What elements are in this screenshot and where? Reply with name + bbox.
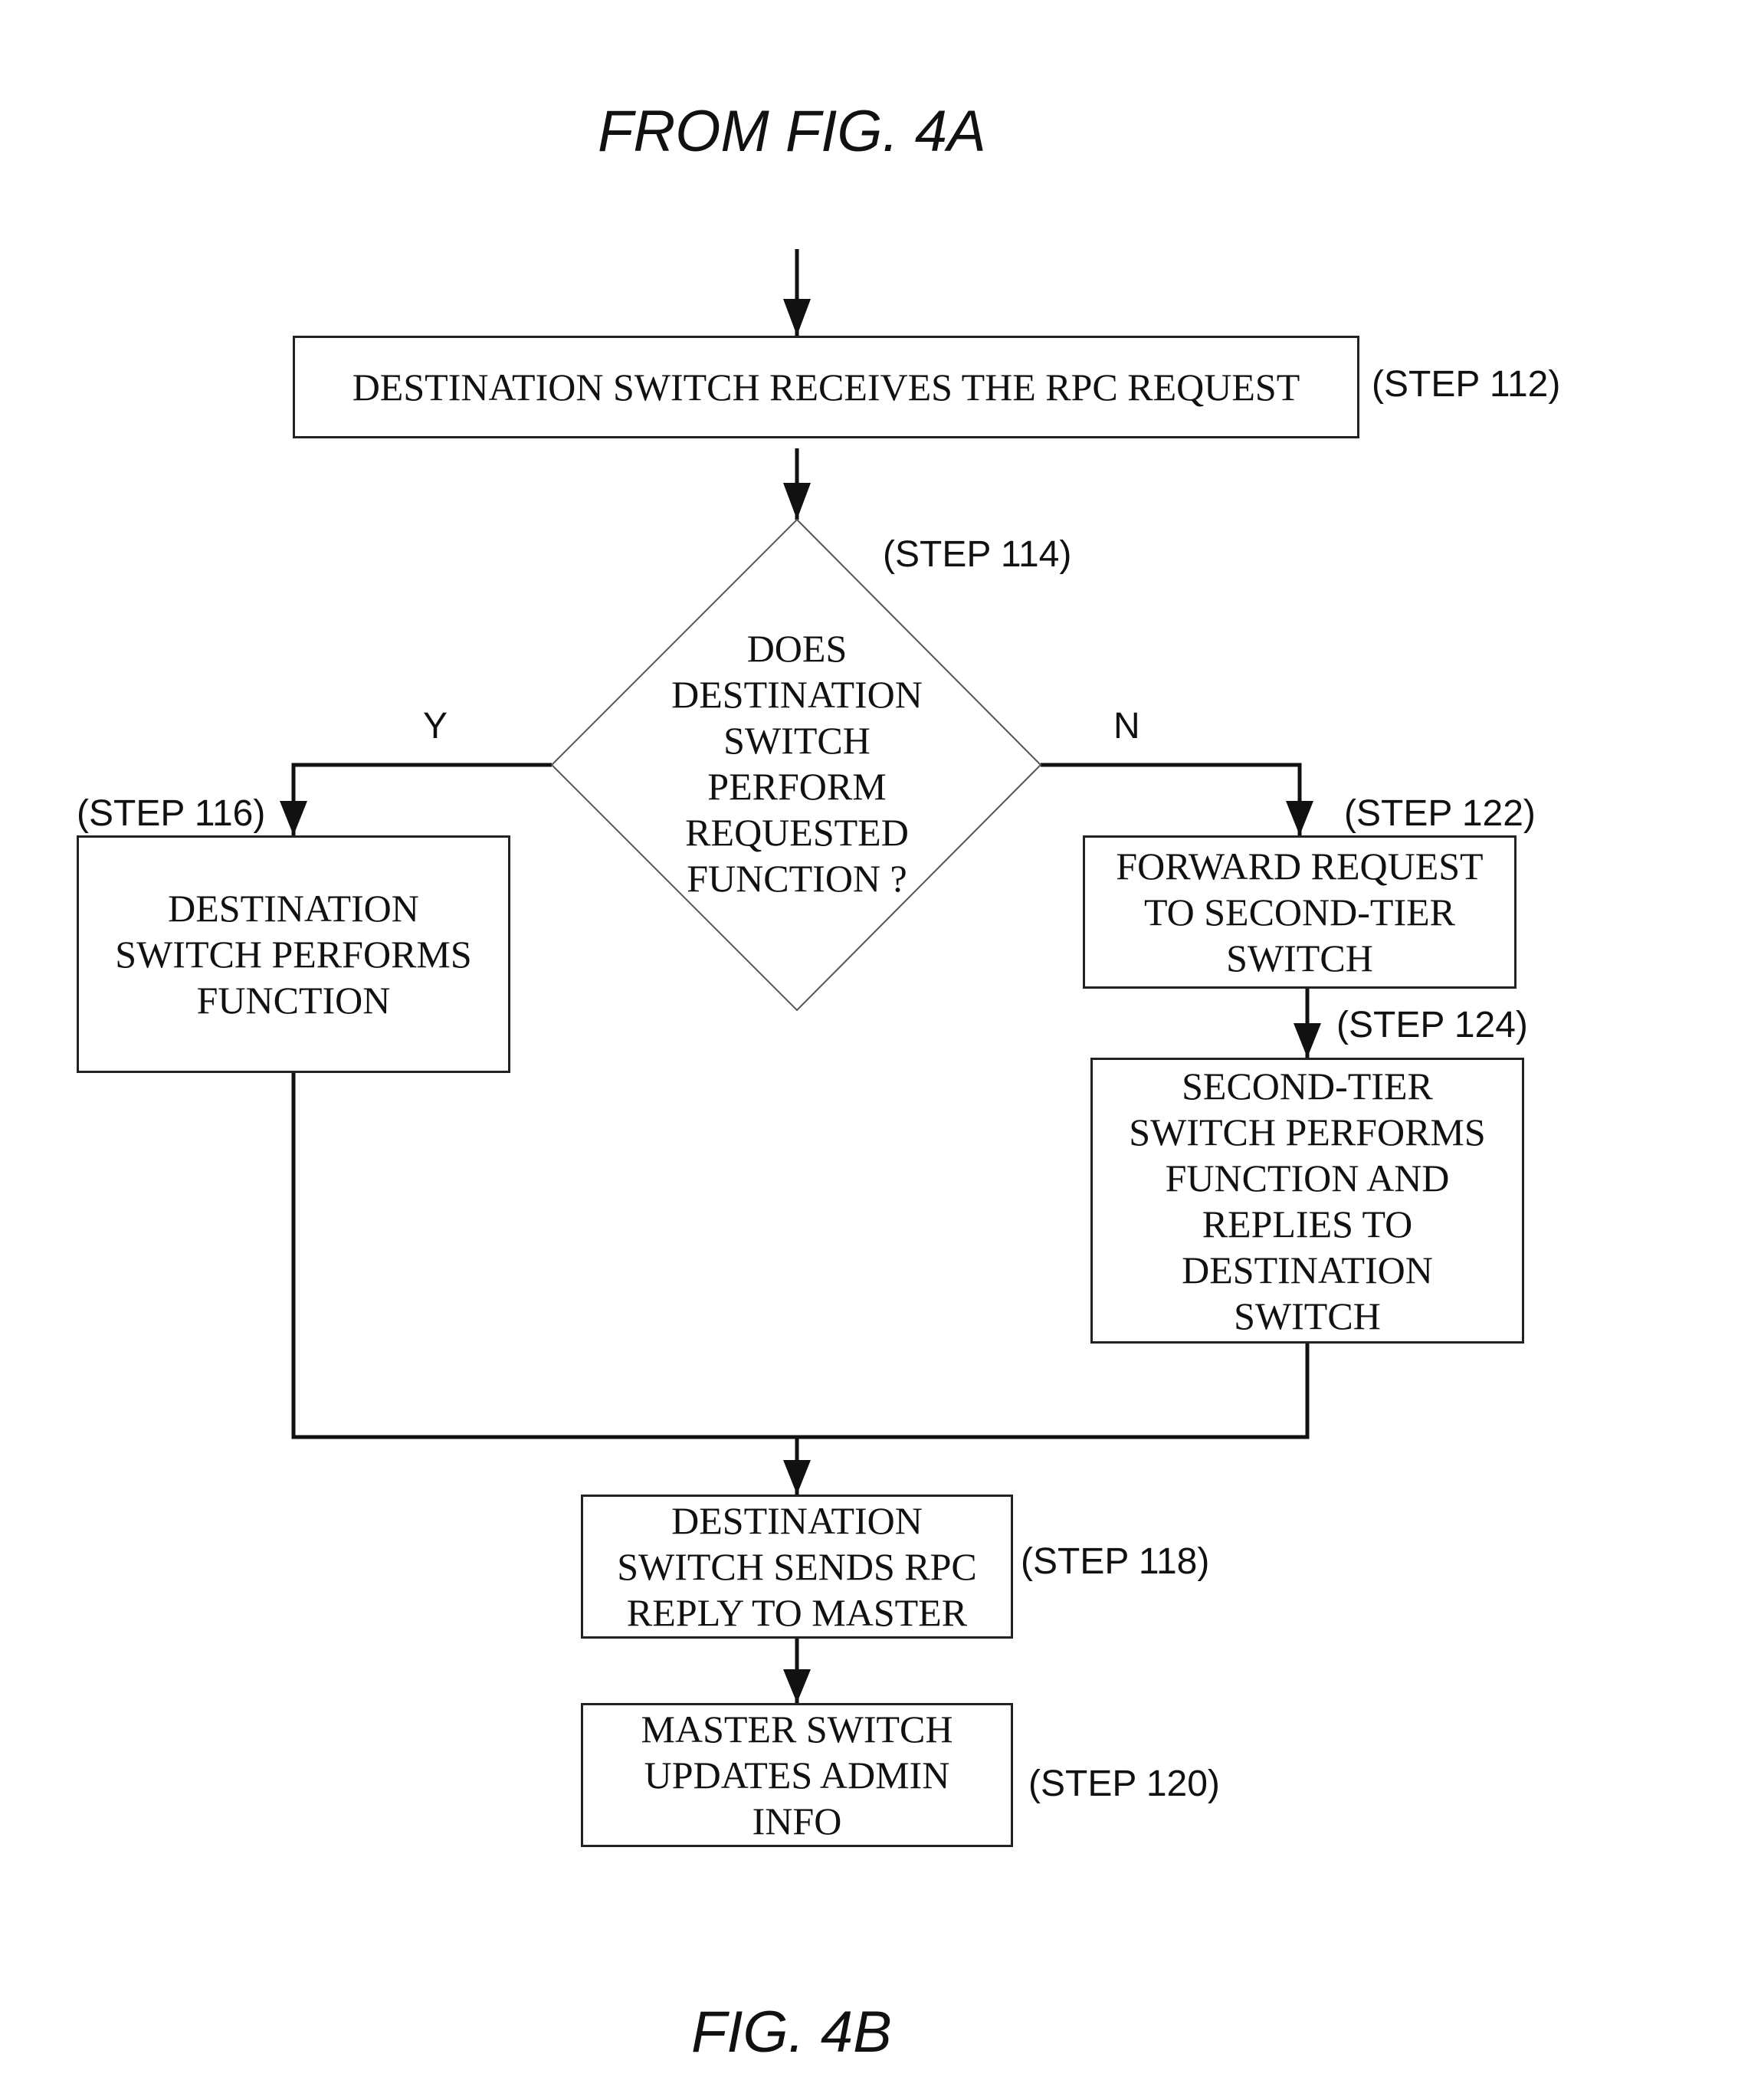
step-122-label: (STEP 122) — [1344, 792, 1536, 835]
step-120-label: (STEP 120) — [1028, 1763, 1220, 1805]
send-reply-text: DESTINATION SWITCH SENDS RPC REPLY TO MA… — [617, 1498, 977, 1636]
decision-text: DOES DESTINATION SWITCH PERFORM REQUESTE… — [644, 625, 950, 901]
update-admin-text: MASTER SWITCH UPDATES ADMIN INFO — [641, 1706, 953, 1844]
second-tier-box: SECOND-TIER SWITCH PERFORMS FUNCTION AND… — [1090, 1058, 1524, 1344]
second-tier-text: SECOND-TIER SWITCH PERFORMS FUNCTION AND… — [1129, 1063, 1485, 1339]
step-112-label: (STEP 112) — [1372, 363, 1560, 405]
arrow-no-branch — [1041, 765, 1300, 835]
forward-request-box: FORWARD REQUEST TO SECOND-TIER SWITCH — [1083, 835, 1517, 989]
header-title: FROM FIG. 4A — [598, 98, 986, 165]
step-116-label: (STEP 116) — [77, 792, 265, 835]
perform-function-box: DESTINATION SWITCH PERFORMS FUNCTION — [77, 835, 510, 1073]
step-114-label: (STEP 114) — [883, 533, 1071, 576]
step-124-label: (STEP 124) — [1336, 1004, 1528, 1046]
yes-branch-label: Y — [423, 705, 448, 747]
figure-caption: FIG. 4B — [691, 1999, 892, 2066]
send-reply-box: DESTINATION SWITCH SENDS RPC REPLY TO MA… — [581, 1495, 1013, 1639]
receive-request-box: DESTINATION SWITCH RECEIVES THE RPC REQU… — [293, 336, 1359, 438]
perform-function-text: DESTINATION SWITCH PERFORMS FUNCTION — [115, 885, 471, 1023]
step-118-label: (STEP 118) — [1021, 1541, 1209, 1583]
no-branch-label: N — [1113, 705, 1140, 747]
arrow-yes-branch — [293, 765, 552, 835]
forward-request-text: FORWARD REQUEST TO SECOND-TIER SWITCH — [1116, 843, 1483, 981]
receive-request-text: DESTINATION SWITCH RECEIVES THE RPC REQU… — [352, 364, 1300, 410]
update-admin-box: MASTER SWITCH UPDATES ADMIN INFO — [581, 1703, 1013, 1847]
